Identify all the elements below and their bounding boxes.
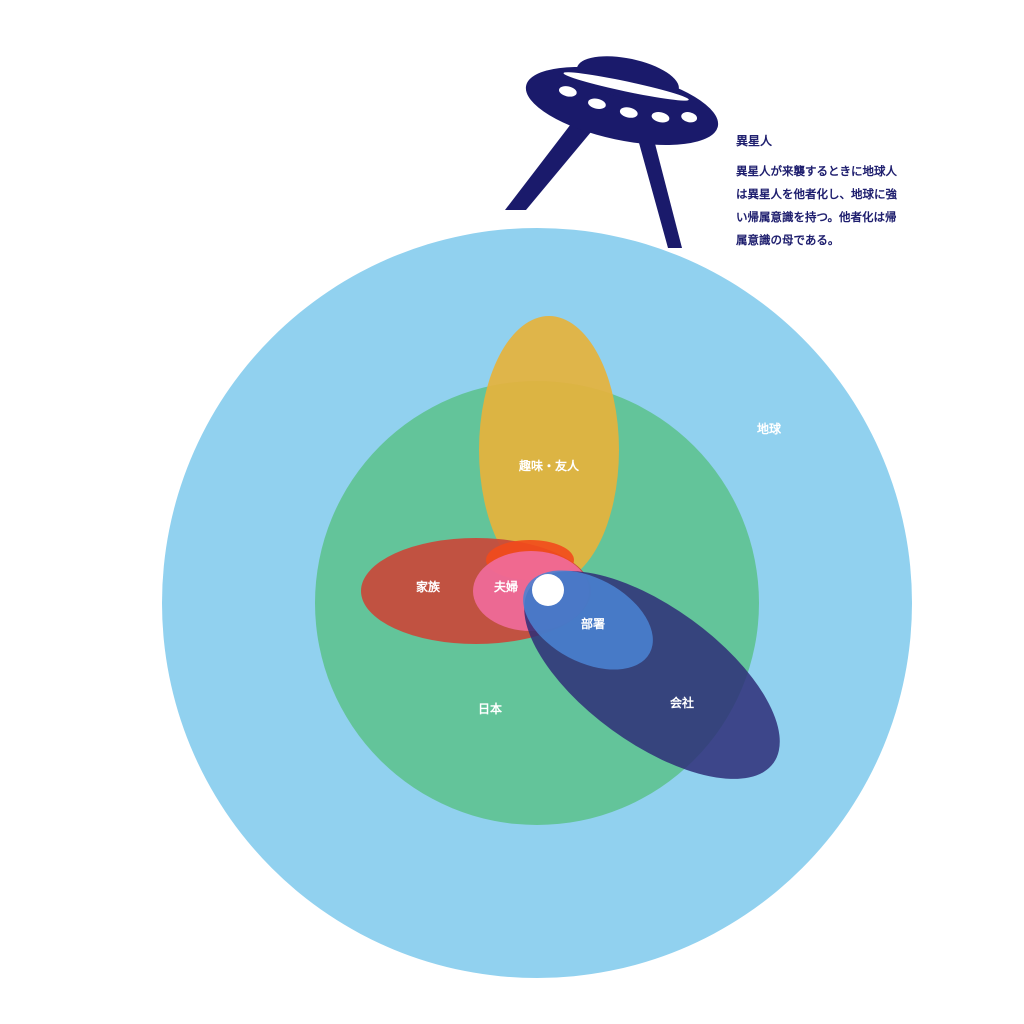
caption-line: 属意識の母である。 — [736, 233, 840, 247]
ufo-icon — [505, 56, 719, 248]
caption-line: い帰属意識を持つ。他者化は帰 — [736, 210, 897, 224]
caption-line: 異星人が来襲するときに地球人 — [736, 164, 897, 178]
set-hobby-friends — [479, 316, 619, 584]
self-dot — [532, 574, 564, 606]
ufo-window — [588, 98, 606, 109]
label-department: 部署 — [581, 616, 605, 631]
ufo-window — [558, 86, 577, 97]
caption-title: 異星人 — [736, 134, 773, 148]
tractor-beam-left — [505, 120, 596, 210]
ufo-rim-line — [563, 72, 689, 101]
tractor-beam-right — [636, 132, 682, 248]
label-earth: 地球 — [757, 421, 782, 436]
label-couple: 夫婦 — [493, 579, 518, 594]
label-family: 家族 — [416, 579, 441, 594]
label-company: 会社 — [670, 695, 694, 710]
label-japan: 日本 — [478, 701, 502, 716]
ufo-window — [651, 112, 670, 123]
caption-line: は異星人を他者化し、地球に強 — [736, 187, 897, 201]
ufo-window — [619, 107, 638, 118]
alien-caption: 異星人 異星人が来襲するときに地球人 は異星人を他者化し、地球に強 い帰属意識を… — [736, 132, 926, 252]
label-hobby-friends: 趣味・友人 — [518, 458, 580, 473]
ufo-window — [681, 112, 698, 123]
